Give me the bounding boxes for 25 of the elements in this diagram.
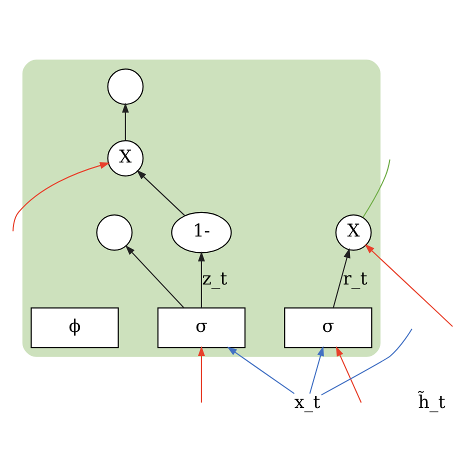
node-text: x_t [294,392,320,412]
arrow [125,244,184,308]
node-ellipse: 1- [171,211,232,253]
connector [362,158,390,218]
arrow [332,248,350,308]
arrow [227,346,295,394]
arrow [198,346,205,402]
node-box: σ [157,306,246,348]
edge-label: z_t [202,269,228,290]
node-box: ϕ [30,306,119,348]
node-circle: X [107,140,144,176]
arrow [309,346,324,394]
arrow [12,162,110,231]
node-box: σ [284,306,372,348]
edge-label: r_t [343,269,368,290]
node-circle [107,68,144,104]
arrow [122,102,129,140]
connector [321,328,412,395]
arrow [136,169,185,216]
node-circle: X [335,214,372,250]
arrow [336,346,362,402]
arrow [198,250,205,308]
label: h̃_t [418,392,446,412]
node-circle [96,214,133,250]
arrow [364,244,453,326]
